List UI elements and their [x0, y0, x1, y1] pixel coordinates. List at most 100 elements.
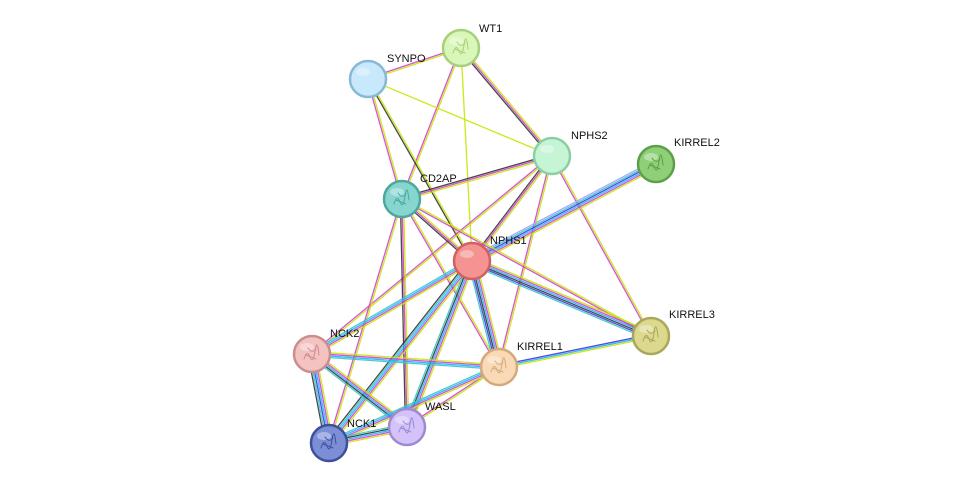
node-circle[interactable]	[387, 407, 427, 447]
node-circle[interactable]	[636, 144, 676, 184]
protein-structure-icon	[320, 433, 337, 450]
edge-channel-textmining	[331, 262, 476, 446]
edge-channel-coexpression	[325, 258, 470, 442]
edge-nphs1-nck1[interactable]	[325, 258, 476, 446]
edge-nphs1-nck2[interactable]	[310, 258, 474, 357]
edge-channel-textmining	[460, 47, 473, 262]
edge-nphs2-kirrel3[interactable]	[550, 155, 653, 337]
edge-channel-databases	[472, 259, 652, 336]
node-cd2ap[interactable]: CD2AP	[382, 173, 457, 219]
node-highlight	[644, 153, 658, 161]
edge-channel-databases	[311, 259, 472, 354]
edge-nphs1-kirrel3[interactable]	[470, 256, 653, 341]
node-wasl[interactable]: WASL	[387, 401, 456, 447]
node-circle[interactable]	[441, 28, 481, 68]
edge-channel-textmining	[368, 78, 404, 199]
node-highlight	[460, 250, 474, 258]
node-label: NPHS2	[571, 130, 608, 142]
edge-channel-experiments	[329, 367, 500, 445]
node-synpo[interactable]: SYNPO	[348, 53, 426, 99]
edge-channel-textmining	[499, 336, 652, 370]
edge-kirrel1-nck1[interactable]	[327, 364, 501, 446]
edge-channel-curated	[470, 161, 656, 260]
edge-channel-experiments	[401, 155, 553, 200]
edge-channel-experiments	[550, 156, 651, 337]
edge-channel-textmining	[499, 156, 554, 368]
node-circle[interactable]	[382, 179, 422, 219]
edge-channel-cooccurrence	[469, 159, 655, 259]
node-nck2[interactable]: NCK2	[292, 328, 359, 374]
edges-layer	[307, 46, 659, 447]
node-highlight	[300, 343, 314, 351]
node-circle[interactable]	[479, 347, 519, 387]
node-kirrel2[interactable]: KIRREL2	[636, 137, 720, 184]
node-nck1[interactable]: NCK1	[309, 418, 376, 463]
edge-synpo-nphs2[interactable]	[367, 78, 553, 157]
edge-channel-textmining	[402, 156, 553, 202]
protein-structure-icon	[303, 344, 320, 361]
edge-synpo-cd2ap[interactable]	[366, 78, 404, 200]
edge-channel-textmining	[312, 350, 500, 366]
edge-nphs2-kirrel1[interactable]	[497, 155, 554, 368]
edge-wt1-cd2ap[interactable]	[400, 47, 463, 200]
node-circle[interactable]	[532, 136, 572, 176]
node-label: KIRREL1	[517, 341, 563, 353]
node-label: KIRREL3	[669, 309, 715, 321]
node-circle[interactable]	[348, 59, 388, 99]
edge-cd2ap-wasl[interactable]	[399, 198, 410, 428]
edge-cd2ap-nck1[interactable]	[327, 198, 404, 444]
edge-channel-databases	[311, 354, 499, 369]
edge-channel-coexpression	[404, 260, 472, 427]
node-nphs1[interactable]: NPHS1	[452, 235, 527, 281]
node-nphs2[interactable]: NPHS2	[532, 130, 608, 176]
node-label: NCK2	[330, 328, 359, 340]
edge-channel-experiments	[460, 47, 553, 157]
node-highlight	[639, 325, 653, 333]
node-circle[interactable]	[452, 241, 492, 281]
edge-channel-curated	[403, 259, 470, 427]
edge-channel-experiments	[472, 165, 658, 264]
edge-kirrel2-nphs1[interactable]	[469, 159, 659, 266]
edge-kirrel3-kirrel1[interactable]	[498, 333, 652, 370]
edge-wt1-nphs1[interactable]	[460, 47, 473, 262]
edge-channel-homology	[470, 262, 651, 339]
node-kirrel3[interactable]: KIRREL3	[631, 309, 715, 356]
protein-structure-icon	[490, 357, 507, 374]
node-label: SYNPO	[387, 53, 426, 65]
edge-channel-experiments	[312, 261, 473, 356]
edge-nck2-kirrel1[interactable]	[311, 350, 500, 371]
protein-structure-icon	[452, 38, 469, 55]
node-wt1[interactable]: WT1	[441, 23, 502, 68]
edge-channel-textmining	[312, 262, 474, 357]
edge-channel-databases	[406, 260, 473, 428]
edge-channel-coexpression	[471, 261, 651, 338]
node-highlight	[356, 68, 370, 76]
edge-channel-databases	[472, 164, 657, 263]
node-kirrel1[interactable]: KIRREL1	[479, 341, 563, 387]
node-highlight	[540, 145, 554, 153]
protein-structure-icon	[393, 189, 410, 206]
node-label: NPHS1	[490, 235, 527, 247]
edge-channel-coexpression	[399, 199, 407, 428]
protein-structure-icon	[647, 154, 664, 171]
edge-nphs2-cd2ap[interactable]	[401, 153, 553, 202]
edge-channel-textmining	[461, 46, 554, 156]
edge-channel-textmining	[402, 197, 652, 336]
node-circle[interactable]	[292, 334, 332, 374]
edge-channel-experiments	[312, 352, 500, 367]
edge-channel-curated	[311, 355, 499, 371]
edge-channel-textmining	[329, 368, 501, 446]
edge-channel-experiments	[400, 47, 461, 199]
edge-channel-homology	[471, 162, 656, 261]
protein-structure-icon	[398, 417, 415, 434]
protein-structure-icon	[642, 326, 659, 343]
edge-wt1-nphs2[interactable]	[459, 46, 554, 158]
node-circle[interactable]	[309, 423, 349, 463]
node-highlight	[317, 432, 331, 440]
edge-synpo-nphs1[interactable]	[366, 78, 474, 262]
node-highlight	[395, 416, 409, 424]
edge-channel-experiments	[497, 155, 552, 367]
edge-nphs2-nck2[interactable]	[311, 154, 553, 356]
node-circle[interactable]	[631, 316, 671, 356]
